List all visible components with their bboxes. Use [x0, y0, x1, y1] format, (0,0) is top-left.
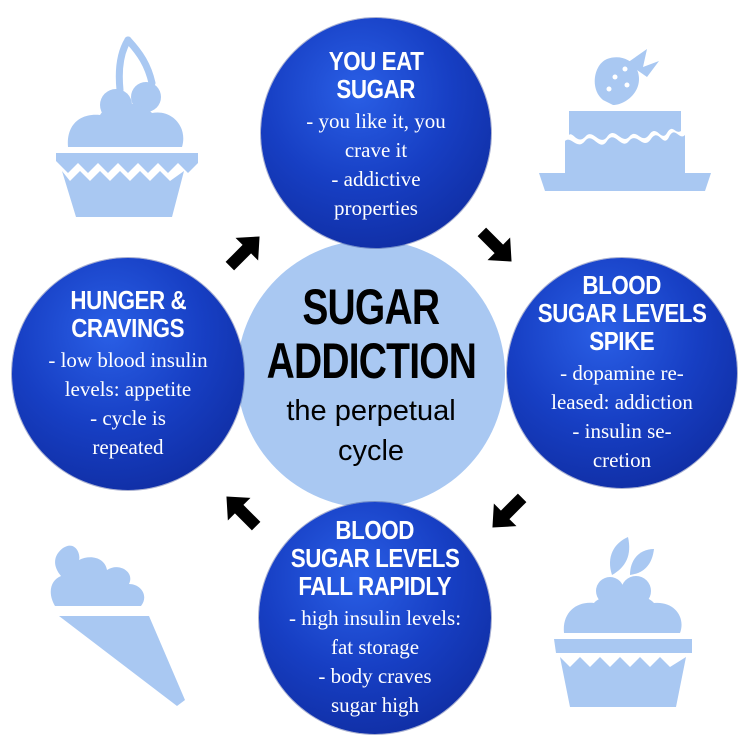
center-subtitle-line-1: the perpetual [286, 395, 456, 427]
step-circle-spike: BLOOD SUGAR LEVELS SPIKE - dopamine re- … [507, 258, 737, 488]
step-text-line: levels: appetite [64, 377, 192, 401]
step-text-line: repeated [92, 435, 164, 459]
step-title-line: HUNGER & [70, 285, 186, 315]
step-text-line: leased: addiction [551, 390, 693, 414]
arrow-fall-to-hunger [226, 496, 261, 531]
center-title-line-2: ADDICTION [266, 333, 476, 389]
step-text-line: - insulin se- [572, 419, 672, 443]
step-description: - low blood insulin levels: appetite - c… [48, 346, 207, 462]
step-circle-hunger: HUNGER & CRAVINGS - low blood insulin le… [12, 258, 244, 490]
step-circle-fall: BLOOD SUGAR LEVELS FALL RAPIDLY - high i… [259, 502, 491, 734]
step-text-line: - you like it, you [306, 109, 446, 133]
step-text-line: - low blood insulin [48, 348, 208, 372]
step-title-line: SUGAR [336, 74, 416, 104]
arrow-spike-to-fall [492, 493, 527, 528]
step-text-line: - body craves [318, 664, 432, 688]
step-text-line: - addictive [331, 167, 421, 191]
step-text-line: cretion [592, 448, 652, 472]
step-text-line: properties [334, 196, 418, 220]
step-title-line: FALL RAPIDLY [298, 571, 452, 601]
step-text-line: - high insulin levels: [288, 606, 462, 630]
step-title-line: SPIKE [589, 326, 655, 356]
cake-strawberry-icon [539, 49, 711, 191]
step-description: - high insulin levels: fat storage - bod… [289, 604, 461, 720]
step-description: - dopamine re- leased: addiction - insul… [551, 359, 693, 475]
step-title-line: BLOOD [582, 270, 662, 300]
step-text-line: crave it [344, 138, 408, 162]
arrow-hunger-to-eat [225, 236, 260, 271]
step-title-line: BLOOD [335, 515, 415, 545]
ice-cream-cone-icon [50, 545, 185, 706]
center-circle: SUGAR ADDICTION the perpetual cycle [237, 240, 505, 508]
step-text-line: sugar high [330, 693, 420, 717]
center-title-line-1: SUGAR [302, 279, 441, 335]
step-title-line: SUGAR LEVELS [537, 298, 707, 328]
cupcake-berries-icon [554, 537, 692, 707]
arrow-eat-to-spike [477, 227, 512, 262]
step-text-line: - dopamine re- [560, 361, 684, 385]
step-text-line: - cycle is [90, 406, 166, 430]
step-circle-eat: YOU EAT SUGAR - you like it, you crave i… [261, 18, 491, 248]
step-title-line: CRAVINGS [71, 313, 185, 343]
step-description: - you like it, you crave it - addictive … [306, 107, 445, 223]
step-title-line: SUGAR LEVELS [290, 543, 460, 573]
center-subtitle-line-2: cycle [337, 435, 405, 467]
cupcake-cherry-icon [56, 36, 198, 217]
step-text-line: fat storage [330, 635, 420, 659]
step-title-line: YOU EAT [328, 46, 424, 76]
